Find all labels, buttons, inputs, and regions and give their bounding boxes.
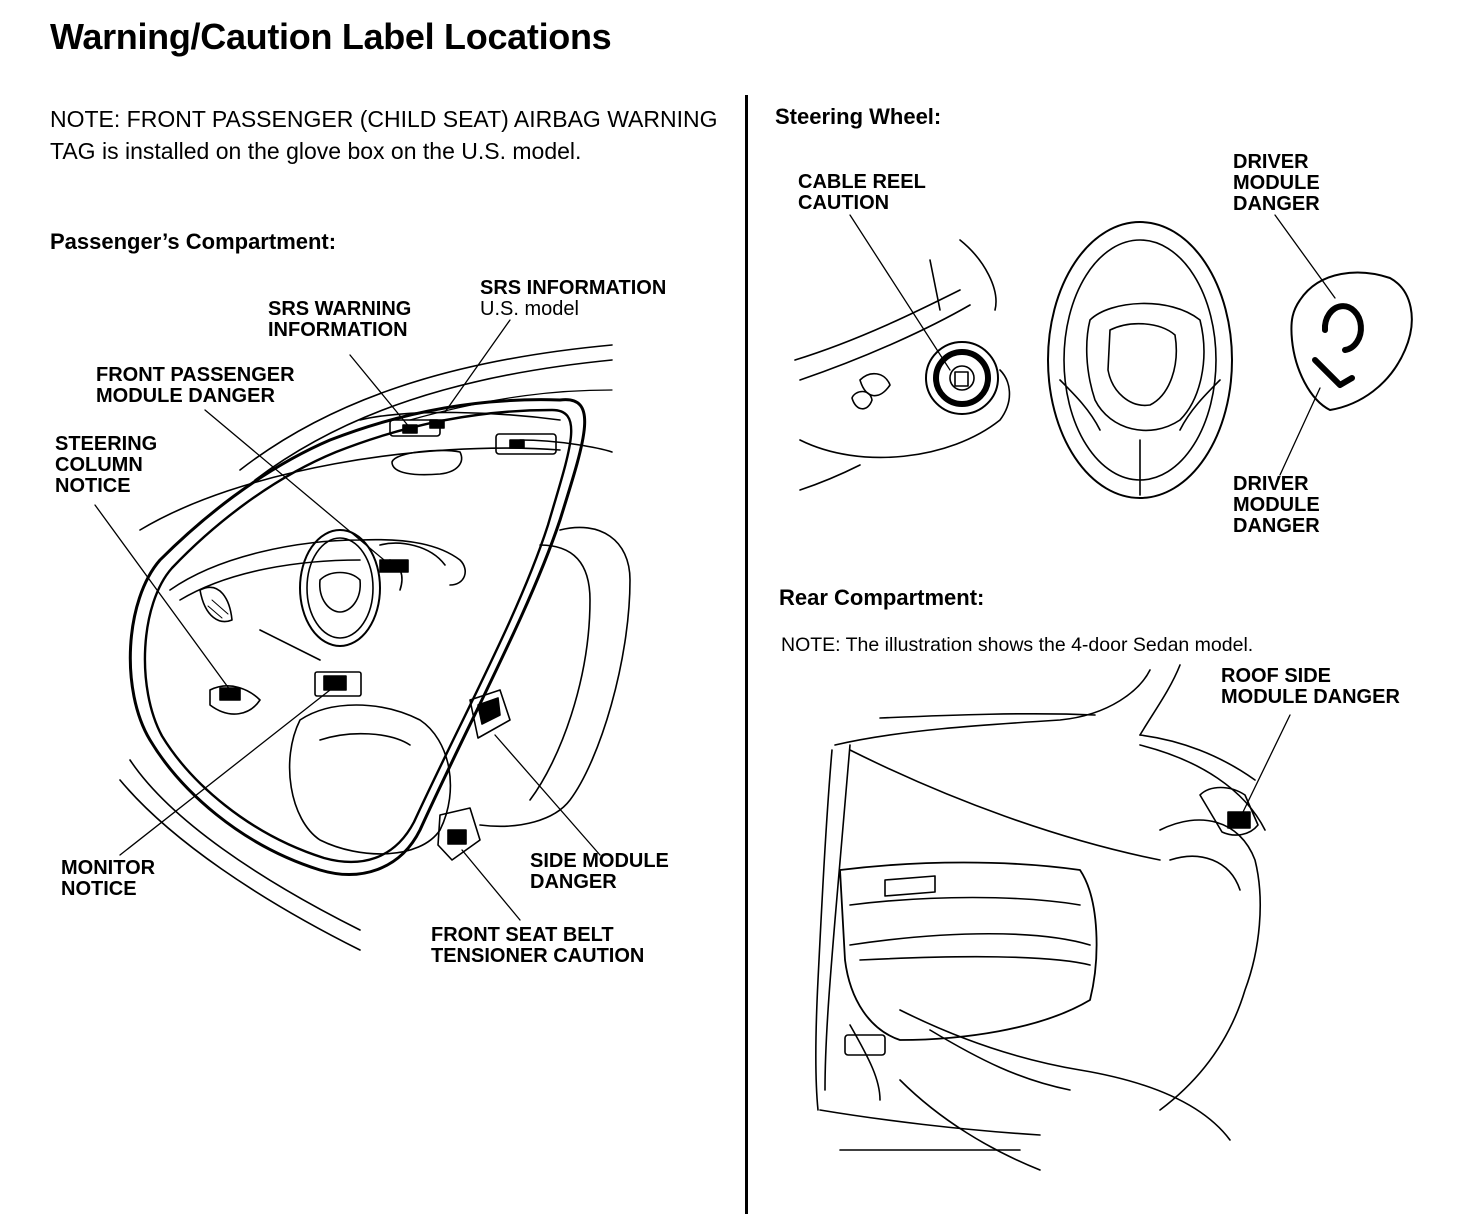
driver-top-line-2: MODULE [1233,172,1320,194]
front-passenger-line-2: MODULE DANGER [96,385,275,407]
cable-reel-caution-label: CABLE REEL CAUTION [798,172,926,214]
roof-side-line-2: MODULE DANGER [1221,686,1400,708]
roof-side-line-1: ROOF SIDE [1221,665,1332,687]
airbag-tag-note: NOTE: FRONT PASSENGER (CHILD SEAT) AIRBA… [50,106,718,164]
column-divider [745,95,748,1214]
side-module-line-2: DANGER [530,871,617,893]
steering-column-line-1: STEERING [55,433,158,455]
steering-leaders [850,215,1335,475]
side-module-line-1: SIDE MODULE [530,850,669,872]
srs-warning-information-label: SRS WARNING INFORMATION [268,299,411,341]
steering-wheel-illustration [795,222,1412,498]
front-seat-belt-tensioner-label: FRONT SEAT BELT TENSIONER CAUTION [431,925,644,967]
front-passenger-module-danger-label: FRONT PASSENGER MODULE DANGER [96,365,295,407]
srs-information-us-model: U.S. model [480,298,579,320]
srs-information-label: SRS INFORMATION U.S. model [480,278,666,320]
driver-bottom-line-3: DANGER [1233,515,1320,537]
srs-warning-line-1: SRS WARNING [268,298,412,320]
belt-tensioner-line-2: TENSIONER CAUTION [431,945,645,967]
srs-information-line-1: SRS INFORMATION [480,277,667,299]
rear-leaders [1243,715,1290,812]
sedan-note: NOTE: The illustration shows the 4-door … [781,634,1254,656]
srs-warning-line-2: INFORMATION [268,319,408,341]
page-title: Warning/Caution Label Locations [50,16,612,57]
belt-tensioner-line-1: FRONT SEAT BELT [431,924,614,946]
driver-module-danger-label-top: DRIVER MODULE DANGER [1233,152,1320,215]
driver-module-danger-label-bottom: DRIVER MODULE DANGER [1233,474,1320,537]
cable-reel-line-2: CAUTION [798,192,890,214]
cable-reel-line-1: CABLE REEL [798,171,926,193]
rear-compartment-illustration [816,665,1265,1170]
monitor-line-2: NOTICE [61,878,137,900]
steering-column-line-2: COLUMN [55,454,143,476]
steering-wheel-heading: Steering Wheel: [775,104,942,129]
front-passenger-line-1: FRONT PASSENGER [96,364,295,386]
rear-compartment-heading: Rear Compartment: [779,585,985,610]
driver-bottom-line-1: DRIVER [1233,473,1309,495]
passenger-leaders [95,320,600,920]
monitor-line-1: MONITOR [61,857,156,879]
steering-column-notice-label: STEERING COLUMN NOTICE [55,434,157,497]
driver-top-line-1: DRIVER [1233,151,1309,173]
monitor-notice-label: MONITOR NOTICE [61,858,155,900]
side-module-danger-label: SIDE MODULE DANGER [530,851,669,893]
driver-top-line-3: DANGER [1233,193,1320,215]
passenger-compartment-heading: Passenger’s Compartment: [50,229,337,254]
steering-column-line-3: NOTICE [55,475,131,497]
driver-bottom-line-2: MODULE [1233,494,1320,516]
roof-side-module-danger-label: ROOF SIDE MODULE DANGER [1221,666,1400,708]
